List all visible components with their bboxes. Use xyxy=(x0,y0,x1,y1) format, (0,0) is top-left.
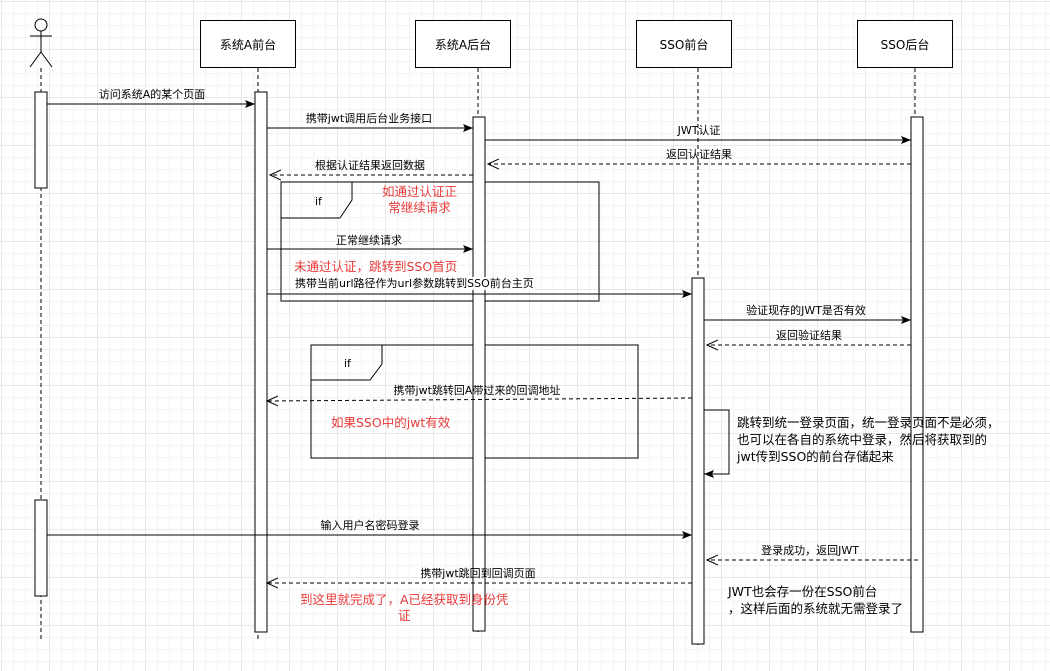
participant-a-front: 系统A前台 xyxy=(200,20,296,68)
msg-label-verify-jwt: 验证现存的JWT是否有效 xyxy=(746,304,866,317)
condition-sso-jwt-valid: 如果SSO中的jwt有效 xyxy=(331,415,451,430)
condition-authenticated-line-1: 如通过认证正 xyxy=(382,184,458,199)
msg-label-redirect-sso: 携带当前url路径作为url参数跳转到SSO前台主页 xyxy=(295,277,534,290)
participant-a-back: 系统A后台 xyxy=(415,20,511,68)
annotation-done-line-2: 证 xyxy=(398,608,411,623)
fragment-if-1-keyword: if xyxy=(315,195,322,208)
msg-label-login-success: 登录成功，返回JWT xyxy=(761,544,859,557)
actor-user-icon xyxy=(29,18,53,68)
messages xyxy=(47,100,918,583)
msg-label-verify-result: 返回验证结果 xyxy=(776,329,842,342)
condition-authenticated: 如通过认证正 常继续请求 xyxy=(382,184,457,216)
annotation-done: 到这里就完成了，A已经获取到身份凭 证 xyxy=(300,592,509,624)
activation-sso-back xyxy=(910,116,924,633)
msg-label-jwt-callback: 携带jwt跳转回A带过来的回调地址 xyxy=(393,384,561,397)
annotation-done-line-1: 到这里就完成了，A已经获取到身份凭 xyxy=(300,592,509,607)
note-self-login: 跳转到统一登录页面，统一登录页面不是必须， 也可以在各自的系统中登录，然后将获取… xyxy=(737,414,1000,465)
condition-authenticated-line-2: 常继续请求 xyxy=(388,200,451,215)
note-self-login-line-1: 跳转到统一登录页面，统一登录页面不是必须， xyxy=(737,415,1000,430)
note-self-login-line-2: 也可以在各自的系统中登录，然后将获取到的 xyxy=(737,432,988,447)
msg-label-call-backend: 携带jwt调用后台业务接口 xyxy=(305,112,433,125)
activation-user-2 xyxy=(34,499,48,597)
msg-label-jwt-auth: JWT认证 xyxy=(677,124,721,137)
msg-label-visit-page: 访问系统A的某个页面 xyxy=(98,88,206,101)
fragment-if-2-keyword: if xyxy=(344,357,351,370)
fragment-if-1 xyxy=(280,181,600,302)
msg-label-continue: 正常继续请求 xyxy=(336,234,402,247)
note-sso-store-line-2: ，这样后面的系统就无需登录了 xyxy=(728,601,904,616)
activation-user-1 xyxy=(34,91,48,189)
msg-label-input-credentials: 输入用户名密码登录 xyxy=(320,519,420,532)
activation-bars xyxy=(34,91,924,645)
note-sso-store-line-1: JWT也会存一份在SSO前台 xyxy=(728,584,878,599)
activation-a-back xyxy=(472,116,486,632)
note-self-login-line-3: jwt传到SSO的前台存储起来 xyxy=(737,449,894,464)
msg-label-return-data: 根据认证结果返回数据 xyxy=(315,159,425,172)
msg-self-login-page xyxy=(704,409,730,478)
annotation-not-authenticated: 未通过认证，跳转到SSO首页 xyxy=(294,259,458,274)
msg-jwt-callback xyxy=(267,398,693,401)
activation-a-front xyxy=(254,91,268,633)
participant-sso-front: SSO前台 xyxy=(636,20,732,68)
msg-label-jump-callback: 携带jwt跳回到回调页面 xyxy=(420,567,536,580)
participant-sso-back: SSO后台 xyxy=(857,20,953,68)
note-sso-store: JWT也会存一份在SSO前台 ，这样后面的系统就无需登录了 xyxy=(728,583,903,617)
msg-label-auth-result: 返回认证结果 xyxy=(666,148,732,161)
activation-sso-front xyxy=(691,277,705,645)
